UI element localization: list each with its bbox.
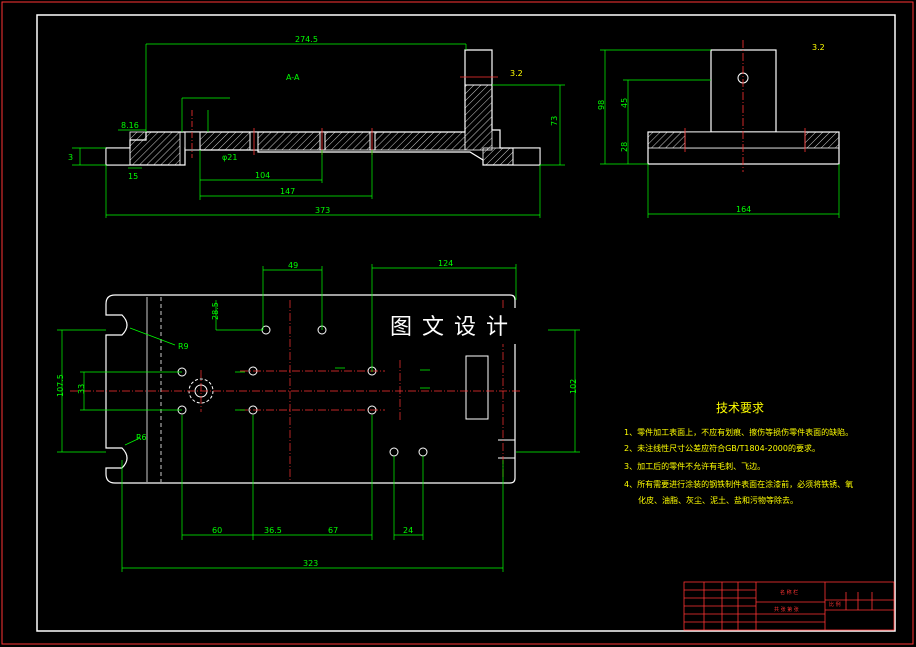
section-hole-4 <box>369 131 376 151</box>
dim-36-5: 36.5 <box>264 526 282 535</box>
dim-73: 73 <box>550 116 559 126</box>
dim-hole-dia: φ21 <box>222 153 237 162</box>
section-title: A-A <box>286 73 300 82</box>
plan-slot <box>465 355 489 420</box>
dim-top-49: 49 <box>288 261 298 270</box>
tech-item: 2、未注线性尺寸公差应符合GB/T1804-2000的要求。 <box>624 443 820 453</box>
dim-left-step: 8.16 <box>121 121 139 130</box>
dim-102: 102 <box>569 379 578 394</box>
dim-60: 60 <box>212 526 222 535</box>
plan-hole <box>389 447 399 457</box>
dim-top-124: 124 <box>438 259 453 268</box>
tech-item: 3、加工后的零件不允许有毛刺、飞边。 <box>624 461 765 471</box>
watermark-text: 图文设计 <box>390 315 518 340</box>
tech-item: 化皮、油脂、灰尘、泥土、盐和污物等除去。 <box>638 495 798 505</box>
section-hole-3 <box>319 131 326 151</box>
dim-24: 24 <box>403 526 413 535</box>
plan-view: 49 124 28.5 R9 R6 107.5 33 102 60 36.5 6… <box>56 259 580 572</box>
title-block-scale: 比 例 <box>829 601 841 608</box>
dim-147: 147 <box>280 187 295 196</box>
section-hatch-plate <box>199 131 466 151</box>
tech-requirements: 技术要求 1、零件加工表面上，不应有划痕、擦伤等损伤零件表面的缺陷。 2、未注线… <box>624 401 853 505</box>
dim-r6: R6 <box>136 433 147 442</box>
dim-373: 373 <box>315 206 330 215</box>
watermark-bg <box>378 308 548 344</box>
tech-item: 1、零件加工表面上，不应有划痕、擦伤等损伤零件表面的缺陷。 <box>624 427 853 437</box>
title-block-sheet: 共 张 第 张 <box>774 606 799 613</box>
dim-side-98: 98 <box>597 100 606 110</box>
tech-title: 技术要求 <box>716 401 764 415</box>
roughness-symbol: 3.2 <box>510 69 523 78</box>
tech-item: 4、所有需要进行涂装的钢铁制件表面在涂漆前，必须将铁锈、氧 <box>624 479 853 489</box>
dim-overall-top: 274.5 <box>295 35 318 44</box>
dim-104: 104 <box>255 171 270 180</box>
dim-107-5: 107.5 <box>56 374 65 397</box>
dim-bottom-15: 15 <box>128 172 138 181</box>
section-hatch-foot <box>482 147 514 166</box>
section-hatch-upright <box>464 84 493 151</box>
dim-28-5: 28.5 <box>211 302 220 320</box>
dim-left-thk: 3 <box>68 153 73 162</box>
side-view: 98 45 28 164 3.2 <box>597 40 840 218</box>
dim-side-28: 28 <box>620 142 629 152</box>
section-hatch-left <box>129 131 181 166</box>
side-base-cut <box>684 131 806 149</box>
dim-side-164: 164 <box>736 205 751 214</box>
title-block <box>683 581 895 631</box>
plan-hole <box>418 447 428 457</box>
sheet-border-inner <box>36 14 896 632</box>
dim-33: 33 <box>77 384 86 394</box>
section-hole <box>184 131 201 151</box>
dim-side-45: 45 <box>620 98 629 108</box>
section-slot-left <box>105 147 131 166</box>
section-upright-top <box>464 49 493 86</box>
section-slot-right <box>512 147 541 166</box>
side-roughness: 3.2 <box>812 43 825 52</box>
section-view: A-A 274.5 8.16 3 15 φ21 104 147 373 73 3… <box>68 35 565 218</box>
dim-323: 323 <box>303 559 318 568</box>
dim-67: 67 <box>328 526 338 535</box>
side-upright <box>710 49 777 133</box>
title-block-name: 名 称 栏 <box>780 589 798 596</box>
dim-r9: R9 <box>178 342 189 351</box>
